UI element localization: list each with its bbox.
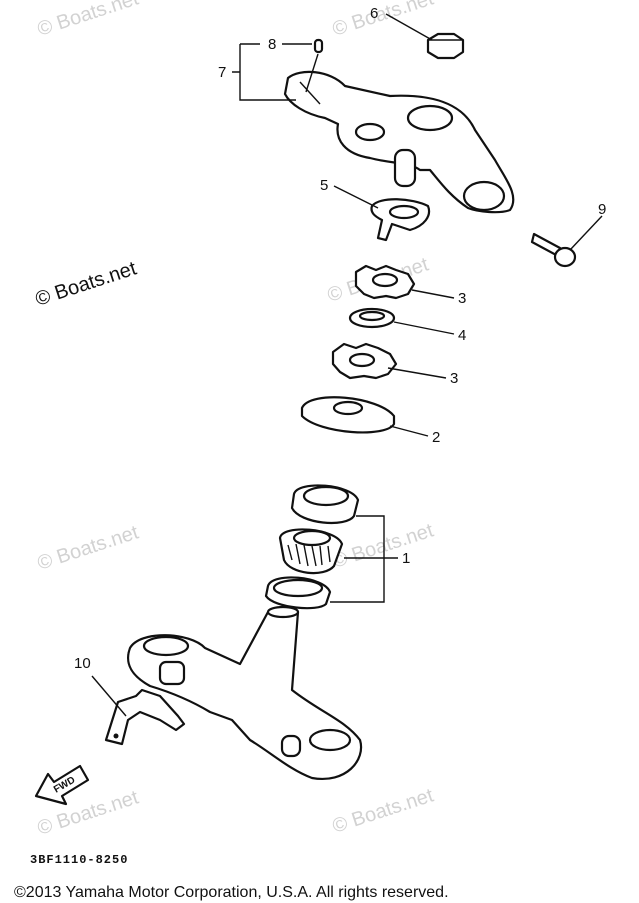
- part-1-bearing-race-bottom: [264, 576, 332, 610]
- callouts: 6 8 7 5 9 3 4 3 2 1 10: [74, 5, 606, 672]
- watermark: © Boats.net: [330, 519, 437, 572]
- part-4-washer: [348, 307, 396, 329]
- callout-10: 10: [74, 655, 91, 672]
- leader-lines: [91, 13, 603, 717]
- part-3-ring-nut: [354, 264, 416, 300]
- part-3-ring-nut: [331, 342, 398, 380]
- part-1-bearing-race-top: [290, 484, 360, 524]
- callout-5: 5: [320, 177, 328, 194]
- watermark: © Boats.net: [330, 784, 437, 837]
- copyright-notice: ©2013 Yamaha Motor Corporation, U.S.A. A…: [14, 884, 449, 901]
- part-10-cable-guide: [104, 688, 186, 746]
- watermark: © Boats.net: [35, 0, 142, 41]
- part-2-dust-seal: [300, 396, 396, 434]
- part-number: 3BF1110-8250: [30, 853, 129, 867]
- callout-9: 9: [598, 201, 606, 218]
- callout-8: 8: [268, 36, 276, 53]
- under-bracket: [126, 605, 363, 781]
- fwd-arrow: FWD: [34, 764, 90, 806]
- part-1-bearing-cone: [278, 528, 344, 575]
- watermark: © Boats.net: [330, 0, 437, 41]
- watermark-dark: © Boats.net: [33, 257, 140, 310]
- callout-6: 6: [370, 5, 378, 22]
- callout-3: 3: [458, 290, 466, 307]
- watermark: © Boats.net: [35, 521, 142, 574]
- callout-7: 7: [218, 64, 226, 81]
- part-7-upper-bracket: [283, 70, 515, 214]
- part-5-washer: [370, 198, 431, 242]
- callout-3: 3: [450, 370, 458, 387]
- part-9-bolt: [530, 232, 577, 268]
- part-6-nut: [426, 32, 465, 60]
- callout-1: 1: [402, 550, 410, 567]
- callout-2: 2: [432, 429, 440, 446]
- part-8-pin: [313, 38, 324, 54]
- callout-4: 4: [458, 327, 466, 344]
